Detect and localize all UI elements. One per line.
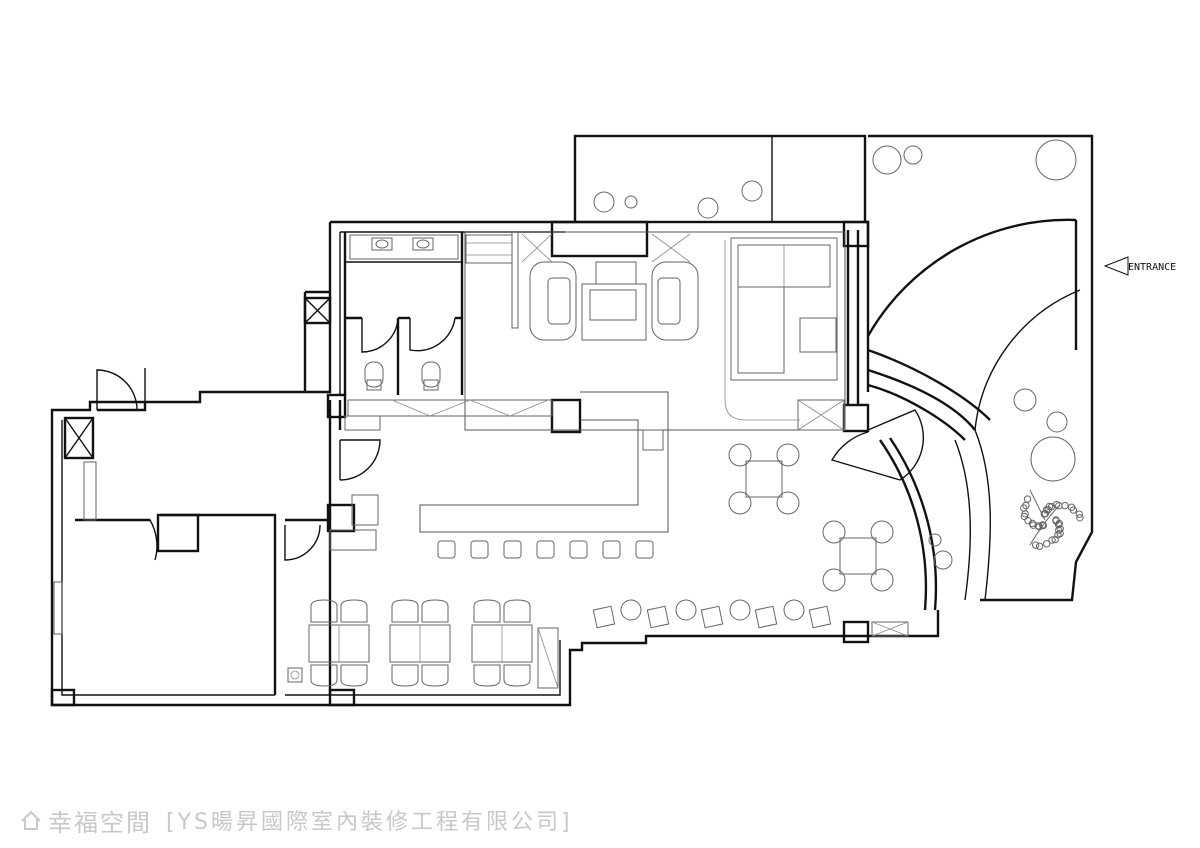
dining-chair: [421, 664, 449, 687]
dining-chair: [391, 599, 419, 623]
square-table: [745, 460, 783, 498]
plant-circle: [1035, 139, 1077, 181]
interior-walls: [75, 220, 1078, 695]
columns: [50, 220, 870, 707]
dining-chair: [340, 599, 368, 623]
entrance-marker: ENTRANCE: [1103, 256, 1176, 276]
bar-stool: [569, 540, 588, 559]
misc-fixtures: [53, 461, 909, 689]
entrance-label: ENTRANCE: [1128, 262, 1176, 273]
bar-counter: [329, 391, 669, 551]
chair-seat: [870, 520, 894, 544]
bench-seats: [592, 599, 832, 629]
plant-circle: [624, 195, 638, 209]
bar-stool: [536, 540, 555, 559]
plant-circle: [903, 145, 923, 165]
plant-circle: [741, 180, 763, 202]
doors: [96, 317, 925, 561]
entrance-arrow-icon: [1103, 256, 1129, 276]
watermark-brand: 幸福空間: [48, 808, 152, 837]
bar-stools: [437, 540, 654, 559]
balcony-box: [573, 134, 867, 224]
round-tables: [728, 443, 894, 592]
tree-icon: [1020, 489, 1084, 550]
watermark: 幸福空間 [YS暘昇國際室內裝修工程有限公司]: [20, 800, 573, 840]
chair-seat: [776, 491, 800, 515]
chair-seat: [822, 568, 846, 592]
chair-seat: [728, 491, 752, 515]
bench-cushion: [783, 599, 805, 621]
plant-circle: [1030, 436, 1076, 482]
chair-seat: [870, 568, 894, 592]
bar-stool: [602, 540, 621, 559]
bench-seat: [646, 605, 670, 629]
plant-circle: [872, 145, 902, 175]
dining-chair: [503, 599, 531, 623]
dining-chair: [503, 664, 531, 687]
plant-circle: [1046, 411, 1068, 433]
bench-cushion: [729, 599, 751, 621]
bar-stool: [635, 540, 654, 559]
restroom-fixtures: [349, 234, 513, 391]
chair-seat: [822, 520, 846, 544]
bench-seat: [592, 605, 616, 629]
dining-chair: [310, 664, 338, 687]
dining-chair: [473, 664, 501, 687]
plant-circle: [1013, 388, 1037, 412]
chair-seat: [776, 443, 800, 467]
house-logo-icon: [21, 810, 41, 830]
dining-chair: [421, 599, 449, 623]
dining-chair: [473, 599, 501, 623]
chair-seat: [728, 443, 752, 467]
bench-cushion: [675, 599, 697, 621]
square-table: [839, 537, 877, 575]
bar-stool: [503, 540, 522, 559]
entrance-curves: [866, 218, 1081, 611]
plant-circle: [697, 197, 719, 219]
dining-chair: [310, 599, 338, 623]
plant-circle: [593, 191, 615, 213]
dining-chair: [340, 664, 368, 687]
bar-stool: [470, 540, 489, 559]
bench-seat: [754, 605, 778, 629]
dining-chair: [391, 664, 419, 687]
bench-seat: [808, 605, 832, 629]
bench-cushion: [620, 599, 642, 621]
bench-seat: [700, 605, 724, 629]
plant-circle: [928, 533, 942, 547]
bar-stool: [437, 540, 456, 559]
garden-plants: [593, 139, 1084, 570]
plant-circle: [933, 550, 953, 570]
dining-tables: [308, 599, 533, 687]
watermark-company: [YS暘昇國際室內裝修工程有限公司]: [166, 810, 573, 835]
